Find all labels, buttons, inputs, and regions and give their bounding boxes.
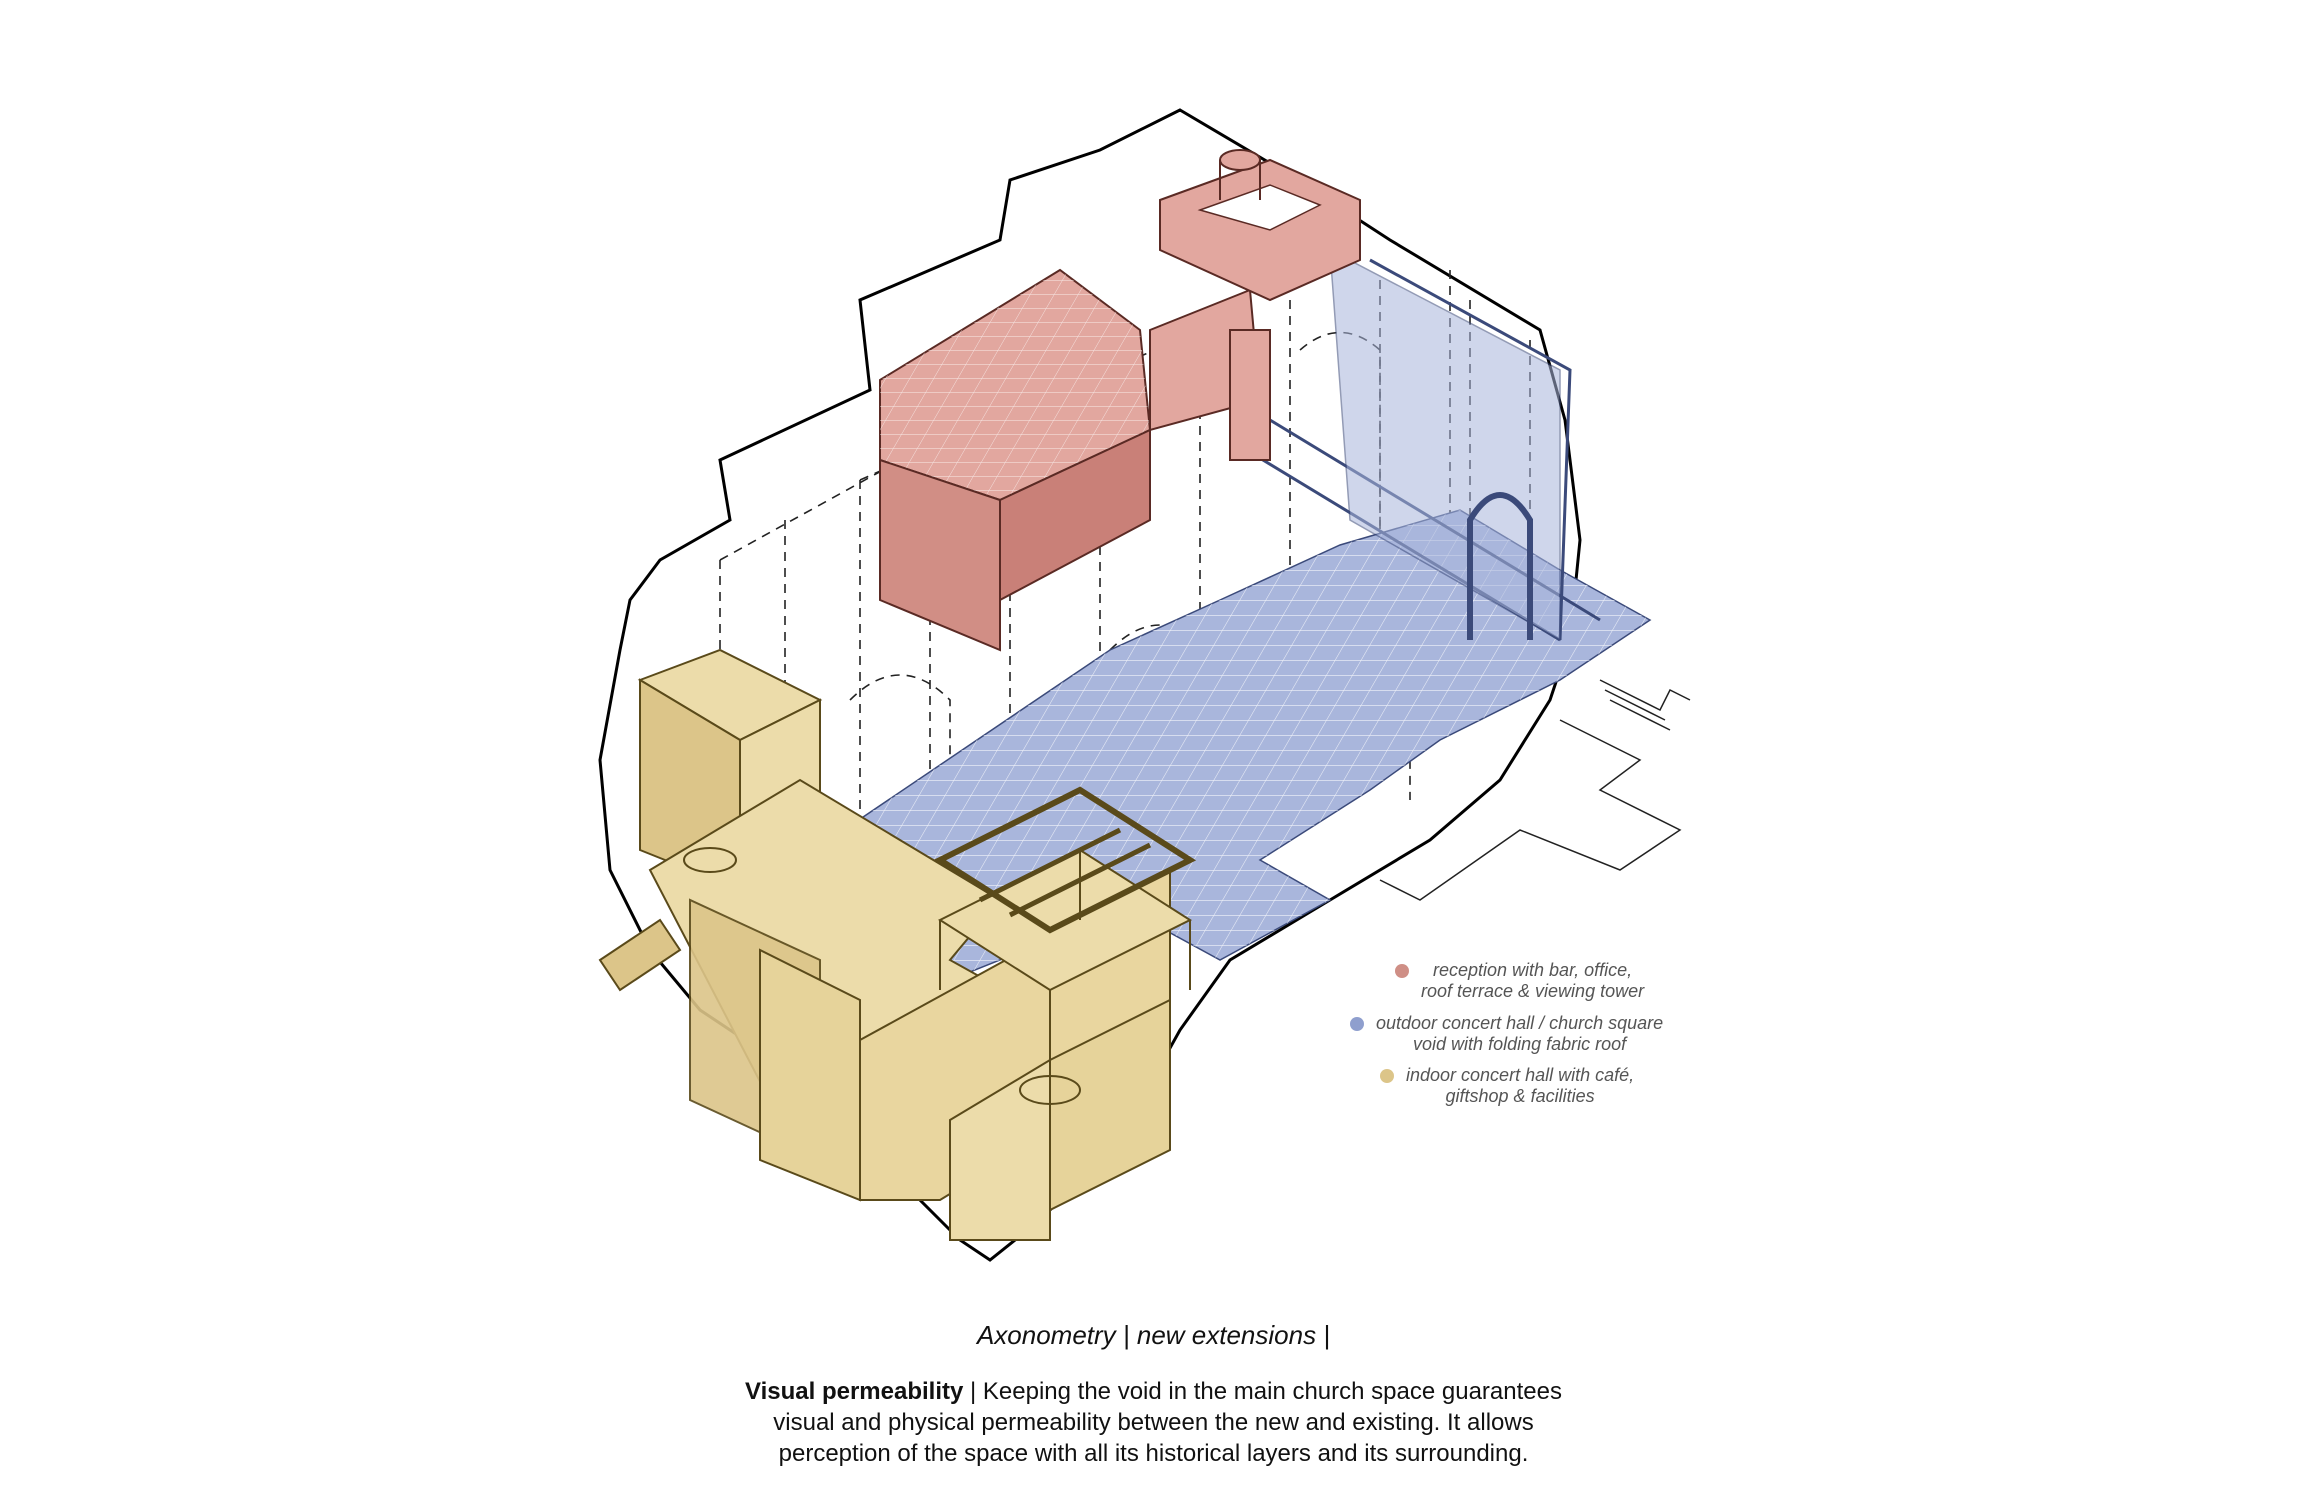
legend-text-reception: reception with bar, office, roof terrace… (1421, 960, 1644, 1002)
indoor-concert-hall (598, 648, 1197, 1241)
legend-reception-line-1: reception with bar, office, (1432, 960, 1633, 980)
legend-dot-reception (1395, 964, 1409, 978)
entrance-steps (1379, 679, 1691, 901)
legend-indoor-line-1: indoor concert hall with café, (1406, 1065, 1635, 1085)
legend-dot-concert-square (1350, 1017, 1364, 1031)
legend-concert-line-1: outdoor concert hall / church square (1376, 1013, 1664, 1033)
legend-indoor-line-2: giftshop & facilities (1445, 1086, 1595, 1106)
legend-item-concert-square: outdoor concert hall / church square voi… (1350, 1013, 1663, 1055)
caption-line-2: visual and physical permeability between… (773, 1409, 1534, 1436)
legend-dot-indoor-hall (1380, 1069, 1394, 1083)
caption-lead: Visual permeability (745, 1378, 964, 1405)
caption-line-1-text: | Keeping the void in the main church sp… (963, 1378, 1562, 1405)
legend-reception-line-2: roof terrace & viewing tower (1421, 981, 1645, 1001)
legend-item-indoor-hall: indoor concert hall with café, giftshop … (1380, 1065, 1634, 1107)
caption-body: Visual permeability | Keeping the void i… (500, 1376, 1807, 1469)
legend-concert-line-2: void with folding fabric roof (1413, 1034, 1627, 1054)
caption-line-3: perception of the space with all its his… (778, 1440, 1529, 1467)
legend-item-reception: reception with bar, office, roof terrace… (1395, 960, 1644, 1002)
caption-title: Axonometry | new extensions | (976, 1320, 1331, 1350)
caption-line-1: Visual permeability | Keeping the void i… (500, 1376, 1807, 1407)
legend-text-concert-square: outdoor concert hall / church square voi… (1376, 1013, 1663, 1055)
legend-text-indoor-hall: indoor concert hall with café, giftshop … (1406, 1065, 1634, 1107)
reception-volume (879, 149, 1361, 652)
outdoor-concert-square (768, 248, 1652, 1001)
